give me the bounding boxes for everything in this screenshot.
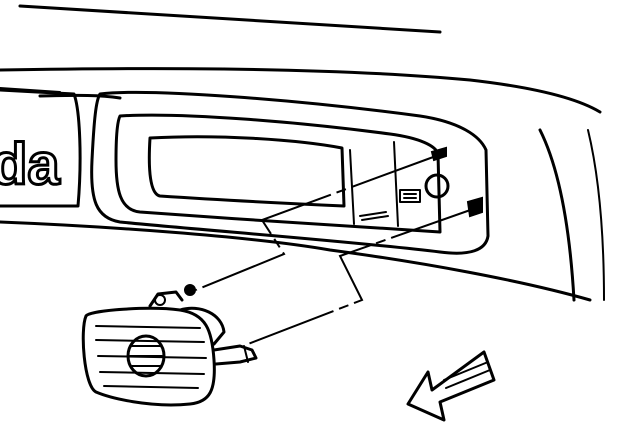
adjuster-hole-icon bbox=[424, 173, 450, 199]
emblem-text: da bbox=[0, 132, 60, 197]
lower-mount-tab-icon bbox=[466, 196, 483, 218]
hood-edge bbox=[18, 4, 442, 34]
emblem-plate: da bbox=[0, 88, 82, 208]
lamp-bulb-icon bbox=[126, 334, 166, 378]
leader-lines bbox=[195, 155, 477, 345]
fog-lamp-assembly bbox=[81, 284, 258, 407]
upper-leader-line bbox=[195, 155, 437, 291]
front-direction-arrow-icon bbox=[406, 350, 496, 422]
lower-leader-line bbox=[247, 207, 477, 345]
fog-lamp-opening bbox=[90, 90, 490, 255]
mounting-bracket-details bbox=[359, 146, 483, 221]
upper-bolt-icon bbox=[184, 284, 196, 296]
connector-clip-icon bbox=[399, 189, 421, 203]
bumper-fascia bbox=[0, 67, 605, 302]
lamp-side-bolt-icon bbox=[212, 344, 258, 366]
